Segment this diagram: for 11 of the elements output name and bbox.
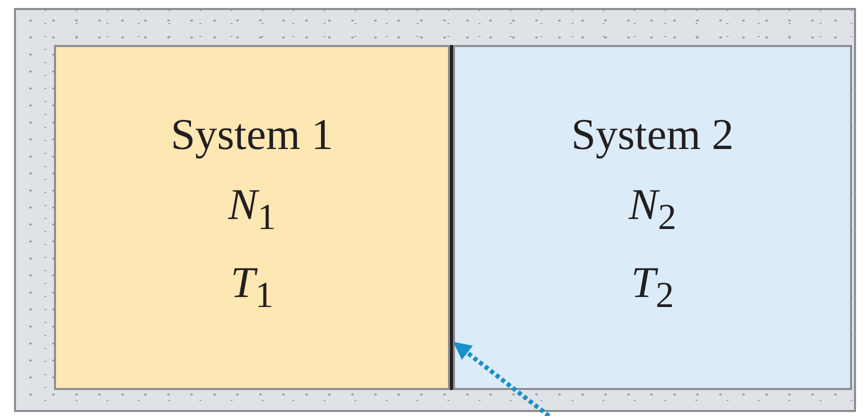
insulated-container <box>14 8 856 412</box>
symbol-label: N$_{2}$ <box>628 183 676 236</box>
symbol-label: N$_{1}$ <box>228 183 276 236</box>
symbol-label: T$_{1}$ <box>230 261 274 314</box>
partition-wall <box>450 45 453 390</box>
system-heading: System 2 <box>571 113 734 157</box>
arrow <box>453 342 550 416</box>
system-region <box>54 45 450 390</box>
system-region <box>453 45 852 390</box>
symbol-label: T$_{2}$ <box>631 261 674 314</box>
system-heading: System 1 <box>170 113 334 157</box>
